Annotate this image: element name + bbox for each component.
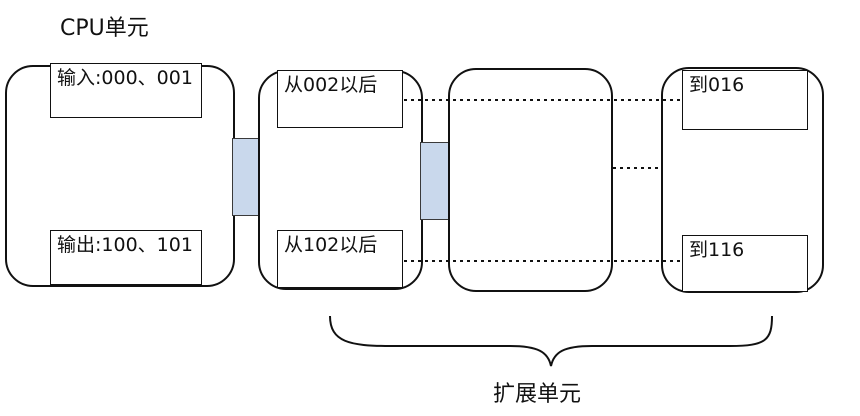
expansion-1-input-label: 从002以后 [277, 70, 403, 128]
cpu-unit-title: CPU单元 [60, 16, 149, 41]
expansion-brace [329, 315, 773, 367]
unit-connector-1 [232, 138, 260, 216]
expansion-1-output-label: 从102以后 [277, 230, 403, 288]
expansion-unit-2 [448, 68, 613, 292]
expansion-group-label: 扩展单元 [493, 382, 582, 407]
expansion-last-output-label: 到116 [682, 235, 808, 292]
unit-connector-2 [420, 142, 450, 220]
cpu-input-label: 输入:000、001 [50, 63, 202, 118]
cpu-output-label: 输出:100、101 [50, 230, 202, 285]
expansion-last-input-label: 到016 [682, 70, 808, 130]
